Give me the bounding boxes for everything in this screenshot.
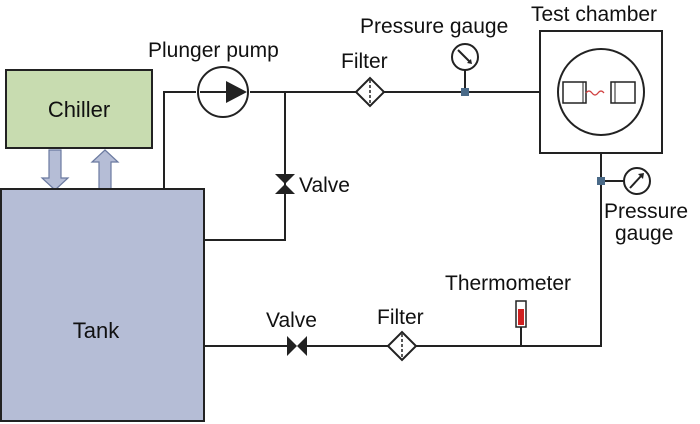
test-chamber [539, 30, 663, 154]
filter-bottom-label: Filter [377, 306, 424, 329]
test-chamber-label: Test chamber [531, 3, 657, 26]
filter-top-label: Filter [341, 50, 388, 73]
arrow-down-icon [40, 149, 70, 191]
valve-bypass-icon [275, 174, 295, 194]
plunger-pump-label: Plunger pump [148, 39, 279, 62]
pressure-gauge-right-label-line1: Pressure [604, 200, 688, 223]
valve-bottom-label: Valve [266, 309, 317, 332]
pressure-gauge-top-icon [451, 43, 479, 96]
arrow-up-icon [90, 149, 120, 191]
tank-box [0, 188, 205, 422]
thermometer-label: Thermometer [445, 272, 571, 295]
plunger-pump-icon [197, 66, 249, 118]
valve-bottom-icon [287, 336, 307, 356]
thermometer-icon [515, 300, 527, 346]
pressure-gauge-top-label: Pressure gauge [360, 15, 508, 38]
pipes [163, 91, 602, 347]
chiller-label: Chiller [48, 97, 110, 122]
pressure-gauge-right-icon [597, 167, 651, 195]
sample-holder-icon [610, 81, 636, 104]
valve-bypass-label: Valve [299, 174, 350, 197]
pressure-gauge-right-label-line2: gauge [615, 222, 673, 245]
filter-top-icon [354, 76, 386, 108]
chiller-box [5, 69, 153, 149]
tank-label: Tank [73, 318, 120, 343]
filter-bottom-icon [386, 330, 418, 362]
